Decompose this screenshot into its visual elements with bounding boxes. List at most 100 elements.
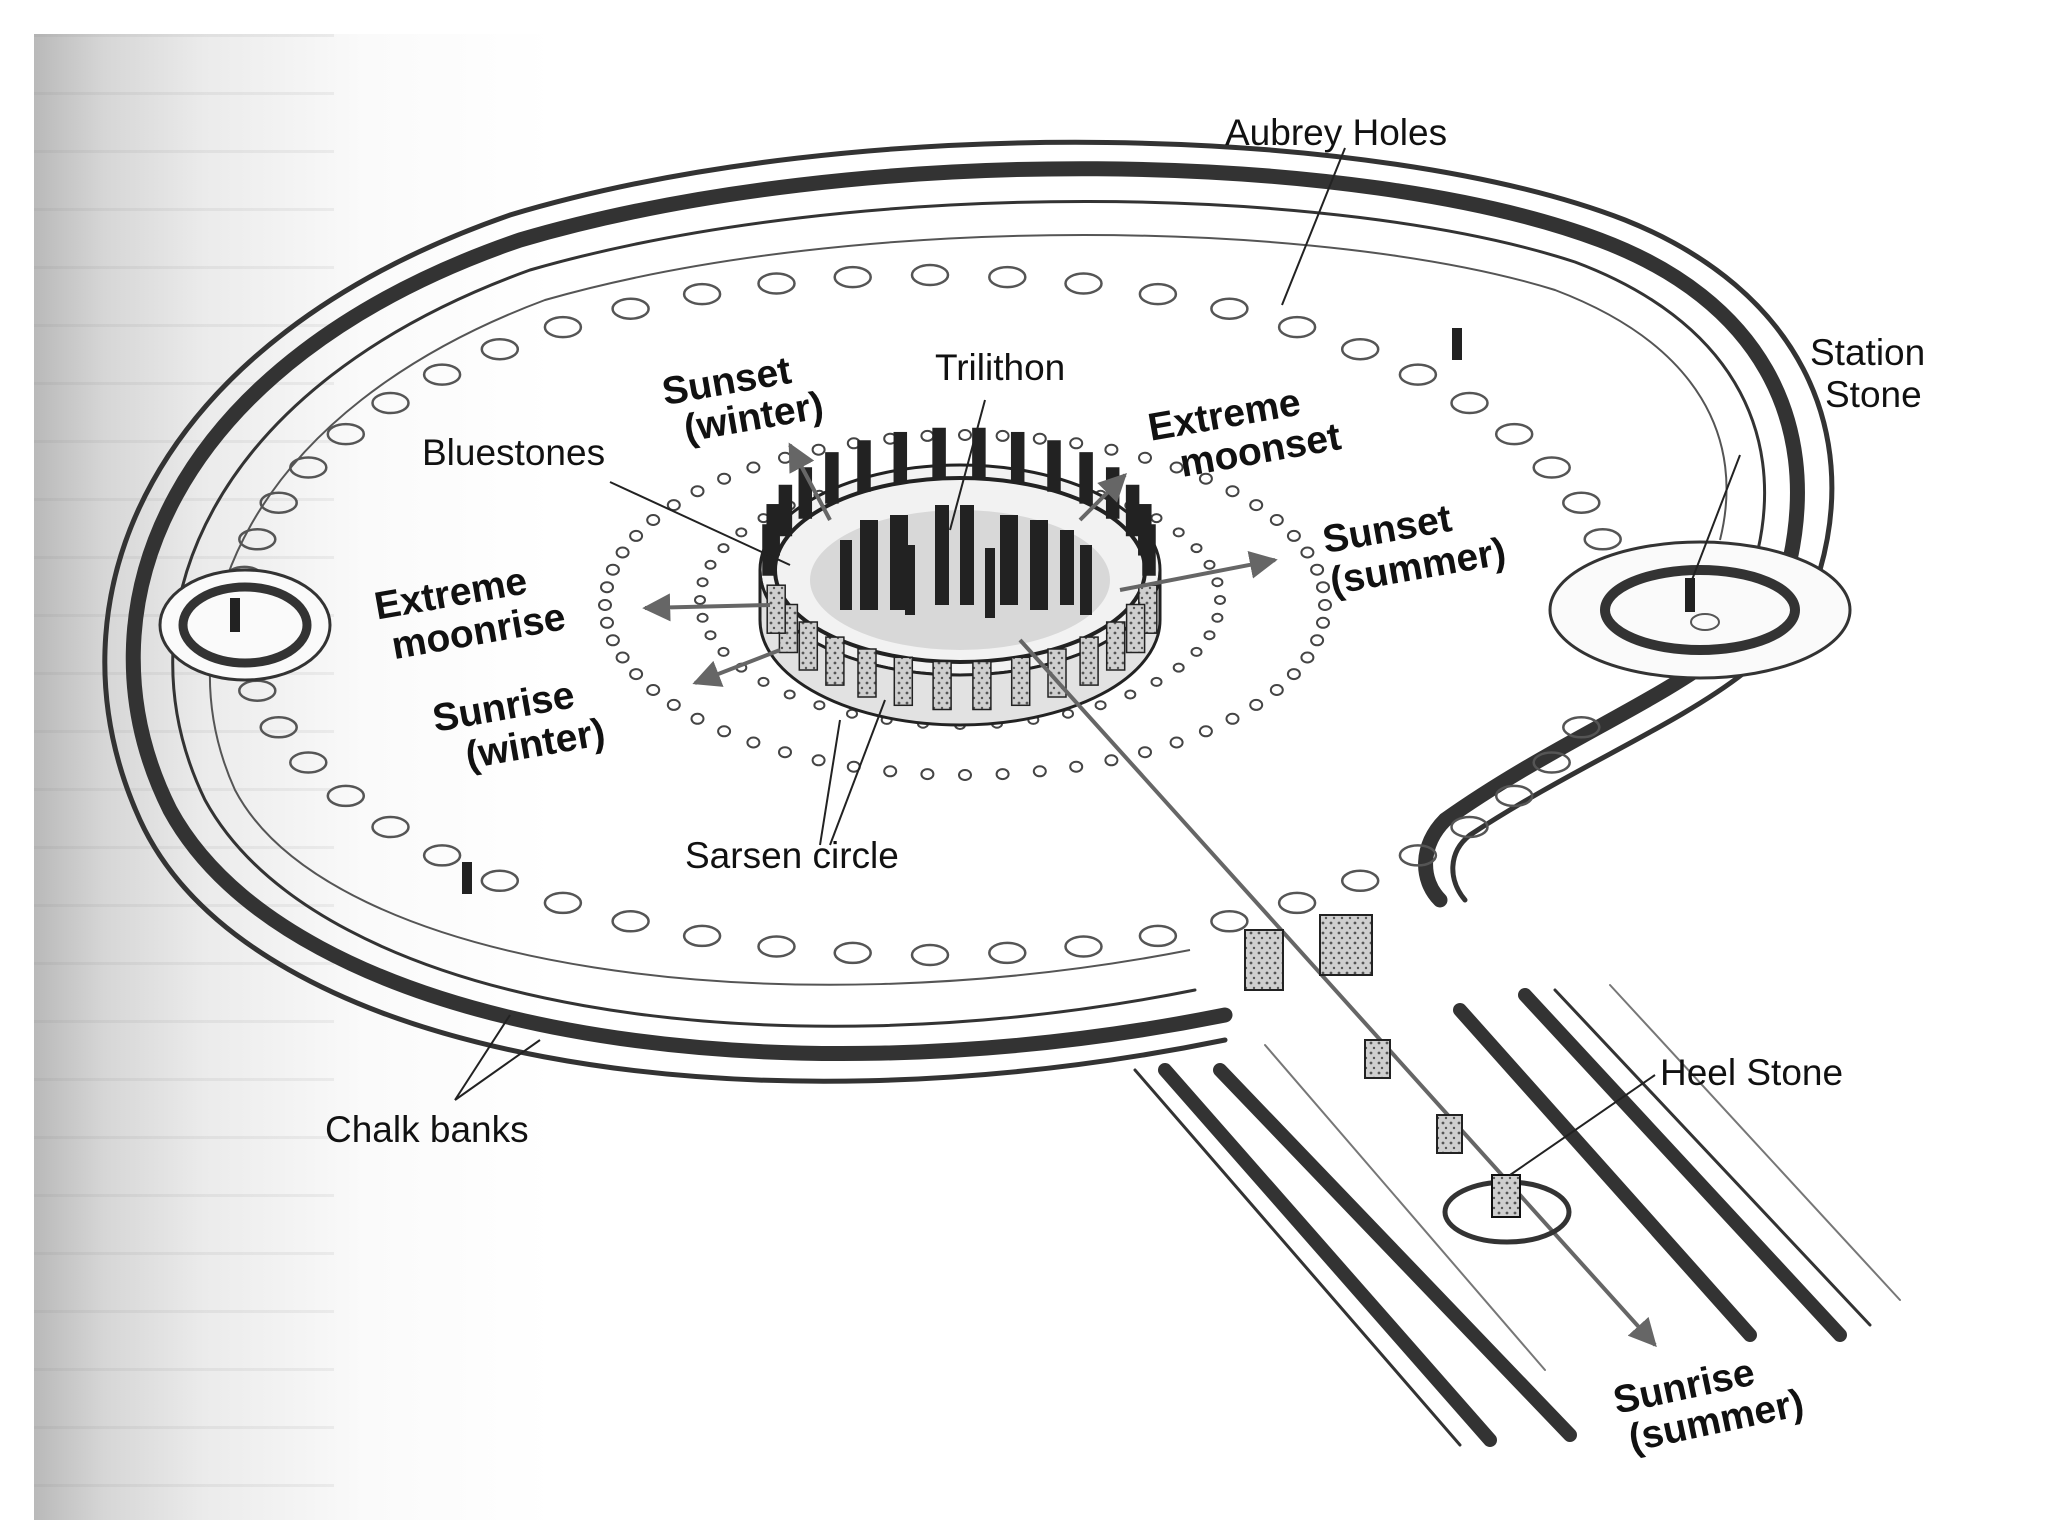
bluestone-dot bbox=[1203, 630, 1216, 641]
bluestone-dot bbox=[615, 651, 630, 664]
bluestone-dot bbox=[629, 668, 644, 681]
bluestone-dot bbox=[598, 599, 612, 611]
aubrey-hole bbox=[988, 941, 1027, 965]
sarsen-upright bbox=[932, 660, 952, 711]
aubrey-hole bbox=[371, 391, 410, 415]
aubrey-hole bbox=[422, 363, 462, 386]
bluestone-dot bbox=[1138, 451, 1152, 464]
station-stone-enclosure-left bbox=[158, 568, 332, 682]
bluestone-dot bbox=[811, 754, 826, 767]
bluestone-dot bbox=[696, 577, 709, 588]
aubrey-hole bbox=[988, 265, 1027, 289]
sarsen-upright bbox=[1079, 452, 1093, 504]
station-stone-top bbox=[1452, 328, 1462, 360]
bluestone-dot bbox=[1203, 559, 1216, 570]
station-stone-enclosure-right bbox=[1548, 540, 1852, 680]
aubrey-hole bbox=[289, 751, 328, 774]
bluestone-dot bbox=[1172, 527, 1185, 538]
bluestone-dot bbox=[696, 612, 709, 623]
aubrey-hole bbox=[1277, 891, 1317, 915]
sarsen-upright bbox=[932, 427, 946, 480]
aubrey-hole bbox=[910, 263, 950, 287]
sarsen-upright bbox=[857, 648, 877, 698]
bluestone-dot bbox=[704, 630, 717, 641]
aubrey-hole bbox=[611, 910, 650, 933]
bluestone-dot bbox=[958, 429, 972, 441]
bluestone-dot bbox=[746, 736, 761, 749]
bluestone-dot bbox=[1310, 634, 1325, 647]
bluestone-dot bbox=[778, 746, 792, 759]
aubrey-hole bbox=[611, 297, 650, 320]
bluestone-dot bbox=[717, 543, 730, 554]
sarsen-uprights bbox=[762, 427, 1158, 711]
label-bluestones: Bluestones bbox=[422, 432, 605, 473]
ditch-line bbox=[208, 234, 1728, 986]
bluestone-dot bbox=[1190, 543, 1203, 554]
bluestone-dot bbox=[1318, 599, 1332, 611]
bluestone-dot bbox=[646, 684, 661, 696]
bluestone-dot bbox=[920, 768, 935, 781]
sarsen-upright bbox=[1079, 636, 1099, 686]
bluestone-dot bbox=[1190, 646, 1203, 657]
bluestone-dot bbox=[1069, 437, 1084, 450]
bluestone-dot bbox=[735, 527, 748, 538]
sarsen-upright bbox=[778, 484, 793, 537]
aubrey-hole bbox=[1340, 869, 1380, 893]
bluestone-dot bbox=[757, 676, 770, 687]
aubrey-hole bbox=[480, 337, 520, 361]
bluestone-dot bbox=[666, 698, 681, 711]
aubrey-hole bbox=[1210, 297, 1249, 320]
sarsen-upright bbox=[825, 452, 839, 504]
bluestone-dot bbox=[1316, 616, 1330, 629]
sarsen-upright bbox=[766, 584, 786, 634]
alignment-arrows bbox=[642, 442, 1657, 1348]
bluestone-dot bbox=[690, 712, 705, 725]
avenue-banks bbox=[1133, 984, 1901, 1447]
bluestone-dot bbox=[1169, 736, 1184, 749]
label-trilithon: Trilithon bbox=[935, 347, 1065, 388]
bluestone-dot bbox=[704, 559, 717, 570]
bluestone-dot bbox=[1032, 765, 1047, 778]
aubrey-hole bbox=[910, 943, 950, 967]
label-heel-stone: Heel Stone bbox=[1660, 1052, 1843, 1093]
aubrey-hole bbox=[480, 869, 520, 893]
bluestone-dot bbox=[646, 514, 661, 526]
bluestone-dot bbox=[995, 429, 1010, 442]
aubrey-hole bbox=[1532, 456, 1571, 479]
bluestone-dot bbox=[778, 451, 792, 464]
bluestone-dot bbox=[813, 700, 826, 711]
bluestone-dot bbox=[605, 634, 620, 647]
aubrey-hole bbox=[833, 265, 872, 289]
bluestone-dot bbox=[717, 472, 732, 485]
sarsen-upright bbox=[1010, 656, 1031, 707]
aubrey-hole bbox=[682, 924, 722, 948]
bluestone-dot bbox=[1211, 577, 1224, 588]
bluestone-dot bbox=[605, 563, 620, 576]
aubrey-hole bbox=[1064, 272, 1103, 295]
bluestone-dot bbox=[1286, 529, 1301, 542]
aubrey-hole bbox=[1398, 363, 1438, 386]
bluestone-dot bbox=[1150, 676, 1163, 687]
sarsen-upright bbox=[798, 621, 819, 671]
aubrey-hole bbox=[371, 815, 410, 839]
aubrey-hole bbox=[1064, 935, 1103, 958]
aubrey-hole bbox=[422, 844, 462, 867]
sarsen-upright bbox=[1125, 484, 1140, 537]
sarsen-upright bbox=[1010, 431, 1025, 484]
aubrey-hole bbox=[1210, 910, 1249, 933]
avenue-stones bbox=[1244, 914, 1463, 1154]
heel-stone bbox=[1442, 1174, 1572, 1245]
bluestone-dot bbox=[958, 769, 972, 781]
bluestone-dot bbox=[1269, 684, 1284, 696]
bluestone-dot bbox=[1300, 546, 1315, 559]
aubrey-hole bbox=[1138, 282, 1178, 306]
label-station-stone-2: Stone bbox=[1825, 374, 1922, 415]
bluestone-dot bbox=[1286, 668, 1301, 681]
bluestone-dot bbox=[1300, 651, 1315, 664]
bluestone-dot bbox=[1198, 725, 1213, 738]
bluestone-dot bbox=[1225, 485, 1240, 498]
aubrey-hole bbox=[757, 272, 796, 295]
aubrey-hole bbox=[1494, 422, 1534, 446]
aubrey-hole bbox=[757, 935, 796, 958]
bluestone-dot bbox=[1032, 432, 1047, 445]
